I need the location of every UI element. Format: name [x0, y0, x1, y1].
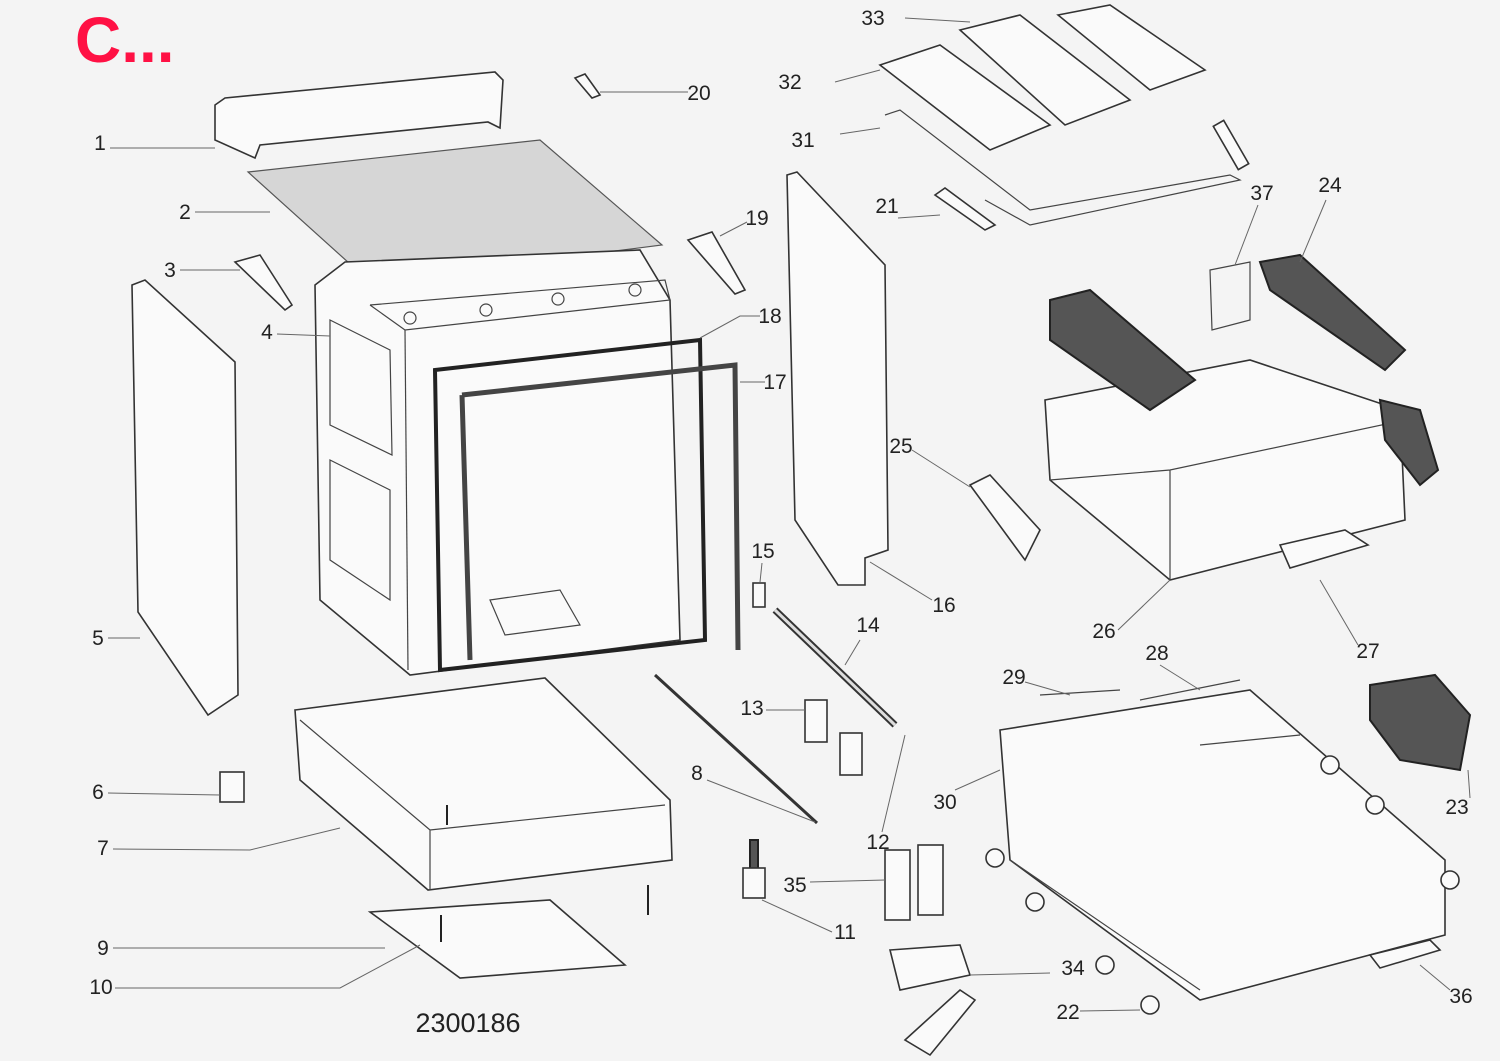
leader-line-35 [809, 879, 886, 883]
callout-32: 32 [778, 71, 801, 94]
leader-line-25 [911, 449, 971, 488]
callout-20: 20 [687, 82, 710, 105]
leader-line-18 [699, 315, 760, 339]
leader-line-6 [107, 792, 221, 796]
leader-line-33 [904, 17, 971, 23]
callout-labels: 1234567891011121314151617181920212223242… [89, 7, 1472, 1024]
callout-17: 17 [763, 371, 786, 394]
callout-5: 5 [92, 627, 104, 650]
leader-line-8 [706, 779, 816, 823]
callout-16: 16 [932, 594, 955, 617]
leader-line-24 [1299, 199, 1327, 263]
leader-line-10 [115, 944, 421, 989]
callout-8: 8 [691, 762, 703, 785]
callout-3: 3 [164, 259, 176, 282]
callout-30: 30 [933, 791, 956, 814]
leader-line-14 [844, 639, 861, 666]
callout-2: 2 [179, 201, 191, 224]
callout-25: 25 [889, 435, 912, 458]
callout-24: 24 [1318, 174, 1342, 197]
leader-line-19 [719, 221, 748, 237]
callout-7: 7 [97, 837, 109, 860]
leader-line-29 [1024, 681, 1071, 696]
callout-12: 12 [866, 831, 889, 854]
callout-18: 18 [758, 305, 781, 328]
control-knobs [403, 283, 642, 325]
callout-29: 29 [1002, 666, 1025, 689]
callout-19: 19 [745, 207, 768, 230]
callout-4: 4 [261, 321, 273, 344]
leader-line-28 [1159, 664, 1201, 691]
leader-line-22 [1079, 1009, 1141, 1012]
callout-1: 1 [94, 132, 106, 155]
callout-11: 11 [834, 921, 856, 944]
wheels [985, 755, 1460, 1015]
leader-line-26 [1117, 579, 1171, 631]
callout-35: 35 [783, 874, 806, 897]
callout-22: 22 [1056, 1001, 1079, 1024]
callout-6: 6 [92, 781, 104, 804]
leader-line-21 [897, 214, 941, 219]
leader-line-11 [761, 899, 833, 933]
callout-14: 14 [856, 614, 880, 637]
callout-27: 27 [1356, 640, 1379, 663]
leader-line-4 [276, 333, 331, 337]
leader-line-23 [1467, 769, 1471, 799]
leader-line-12 [881, 734, 906, 833]
callout-28: 28 [1145, 642, 1168, 665]
callout-21: 21 [875, 195, 898, 218]
leader-line-16 [869, 561, 933, 601]
leader-line-32 [834, 69, 881, 83]
diagram-title: C... [75, 4, 175, 76]
callout-31: 31 [791, 129, 814, 152]
callout-36: 36 [1449, 985, 1472, 1008]
leader-line-7 [112, 827, 341, 851]
callout-10: 10 [89, 976, 112, 999]
leader-line-15 [759, 562, 763, 583]
callout-37: 37 [1250, 182, 1273, 205]
callout-33: 33 [861, 7, 884, 30]
parts-drawing [131, 4, 1472, 1057]
part-number: 2300186 [415, 1008, 520, 1038]
leader-line-37 [1234, 204, 1259, 266]
leader-line-36 [1419, 964, 1451, 991]
leader-lines [107, 17, 1471, 1012]
leader-line-34 [969, 972, 1051, 976]
callout-9: 9 [97, 937, 109, 960]
callout-26: 26 [1092, 620, 1115, 643]
leader-line-31 [839, 127, 881, 135]
leader-line-27 [1319, 579, 1359, 646]
callout-34: 34 [1061, 957, 1085, 980]
callout-13: 13 [740, 697, 763, 720]
leader-line-30 [954, 769, 1001, 791]
callout-15: 15 [751, 540, 774, 563]
callout-23: 23 [1445, 796, 1468, 819]
